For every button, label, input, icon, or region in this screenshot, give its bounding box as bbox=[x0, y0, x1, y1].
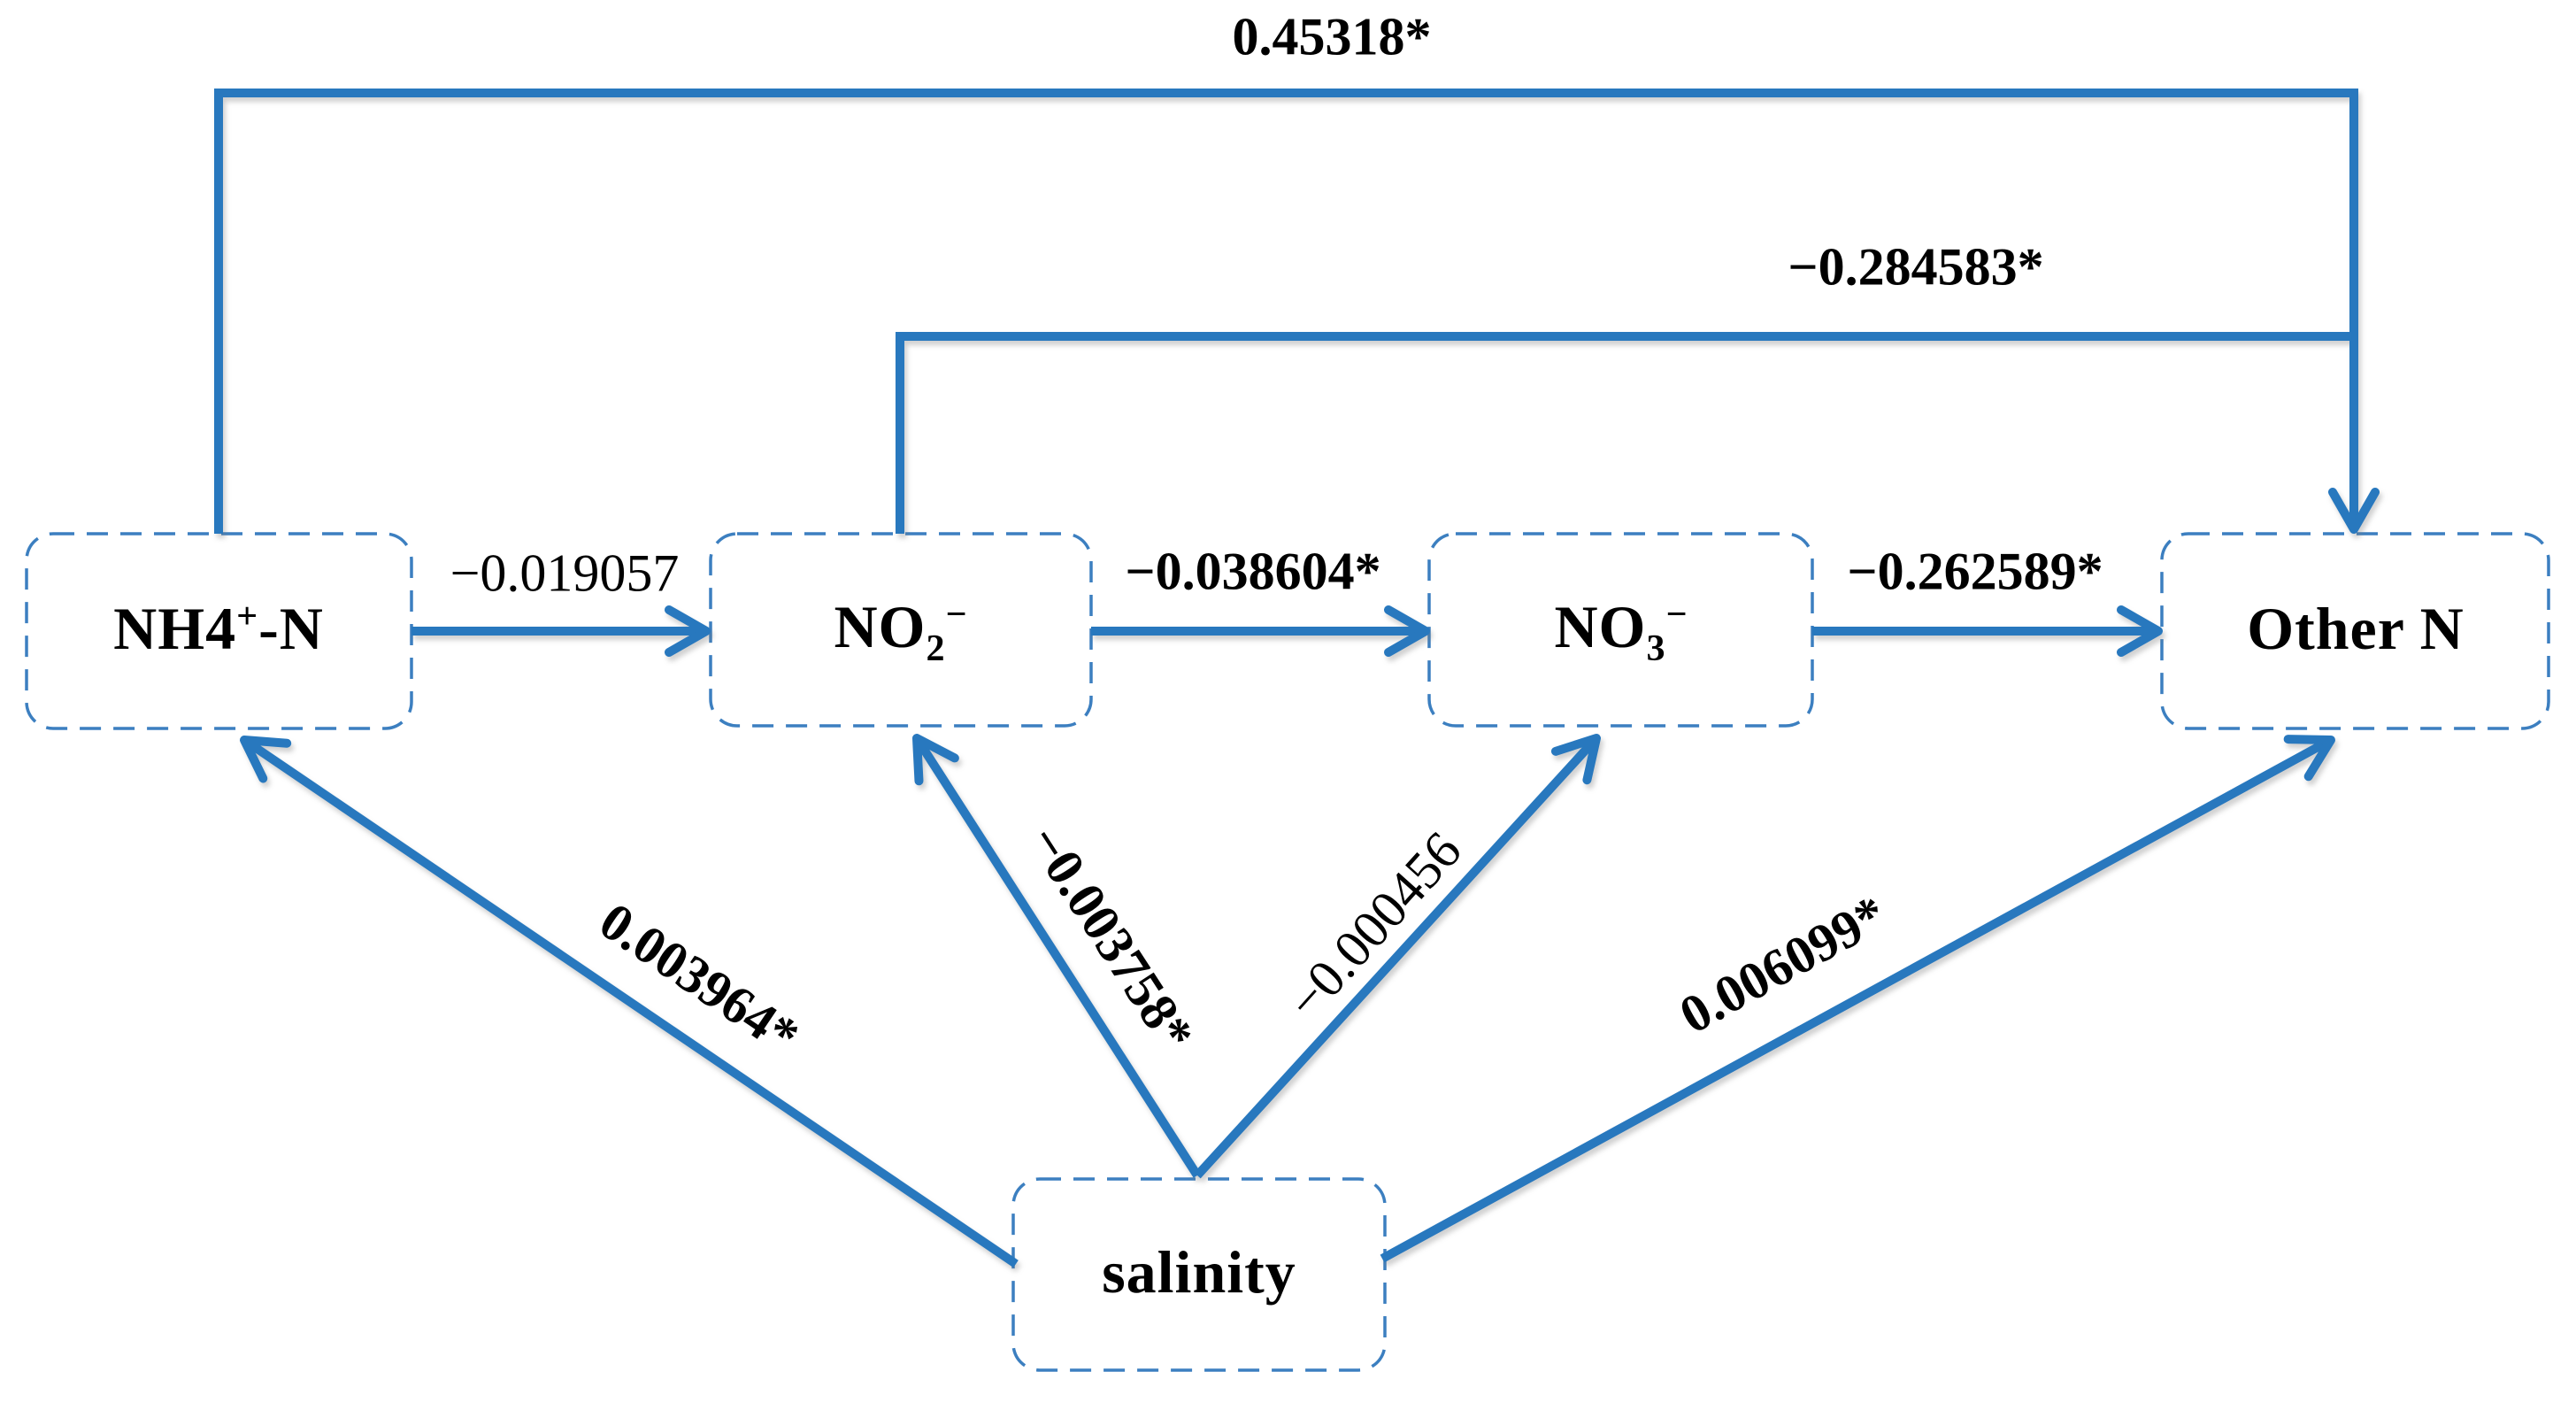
edge-nh4-other-top-line bbox=[214, 89, 2380, 534]
edge-no3-other-label: −0.262589* bbox=[1847, 542, 2103, 601]
node-no2-label: NO2− bbox=[834, 593, 968, 669]
node-other-box bbox=[2160, 532, 2550, 730]
edge-salinity-no2-line bbox=[912, 734, 1202, 1178]
edge-no2-other-top-line bbox=[896, 332, 2354, 534]
edge-salinity-nh4-line bbox=[240, 736, 1019, 1268]
edge-salinity-other-line bbox=[1380, 735, 2335, 1263]
node-salinity-box bbox=[1011, 1177, 1387, 1372]
edge-nh4-other-top-label: 0.45318* bbox=[1232, 7, 1432, 66]
edge-no2-no3-label: −0.038604* bbox=[1125, 542, 1381, 601]
node-salinity-label: salinity bbox=[1102, 1238, 1296, 1306]
edge-salinity-no3-line bbox=[1194, 734, 1601, 1179]
node-other-label: Other N bbox=[2247, 595, 2465, 663]
edge-no2-other-top-label: −0.284583* bbox=[1788, 237, 2044, 297]
node-no3-label: NO3− bbox=[1554, 593, 1688, 669]
edge-nh4-no2-label: −0.019057 bbox=[450, 543, 680, 603]
node-nh4-label: NH4+-N bbox=[113, 595, 324, 663]
